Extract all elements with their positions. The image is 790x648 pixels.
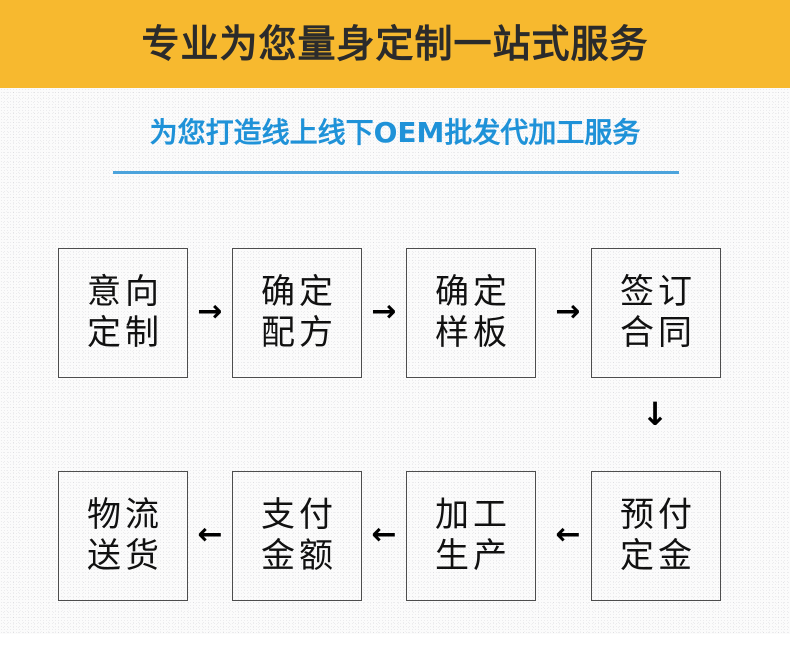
flow-step-5-line1: 预付 [620,494,696,535]
flow-step-8: 物流 送货 [58,471,188,601]
subtitle-block: 为您打造线上线下OEM批发代加工服务 [0,116,790,149]
subtitle-divider [113,171,679,174]
flow-step-5: 预付 定金 [591,471,721,601]
flow-step-1-line1: 意向 [87,271,163,312]
flow-step-7-line2: 金额 [261,536,337,576]
flow-step-6-line1: 加工 [435,494,511,535]
flow-step-7: 支付 金额 [232,471,362,601]
flow-step-3-line1: 确定 [435,271,511,312]
flow-step-6: 加工 生产 [406,471,536,601]
flow-step-2: 确定 配方 [232,248,362,378]
flow-step-2-line2: 配方 [261,313,337,353]
subtitle-text: 为您打造线上线下OEM批发代加工服务 [149,116,641,149]
page-title: 专业为您量身定制一站式服务 [141,22,649,66]
flow-step-3-line2: 样板 [435,313,511,353]
flow-step-6-line2: 生产 [435,536,511,576]
flow-step-8-line2: 送货 [87,536,163,576]
flow-step-4-line2: 合同 [620,313,696,353]
flow-step-3: 确定 样板 [406,248,536,378]
arrow-right-icon-1: → [197,294,223,329]
textured-background [0,88,790,634]
arrow-right-icon-3: → [555,294,581,329]
flow-step-4: 签订 合同 [591,248,721,378]
flow-step-5-line2: 定金 [620,536,696,576]
arrow-down-icon: ↓ [641,395,669,433]
flow-step-7-line1: 支付 [261,494,337,535]
flow-step-2-line1: 确定 [261,271,337,312]
flow-step-8-line1: 物流 [87,494,163,535]
arrow-left-icon-3: ← [197,517,223,552]
arrow-left-icon-2: ← [371,517,397,552]
flow-step-4-line1: 签订 [620,271,696,312]
flow-step-1-line2: 定制 [87,313,163,353]
header-banner: 专业为您量身定制一站式服务 [0,0,790,88]
flow-step-1: 意向 定制 [58,248,188,378]
arrow-left-icon-1: ← [555,517,581,552]
arrow-right-icon-2: → [371,294,397,329]
